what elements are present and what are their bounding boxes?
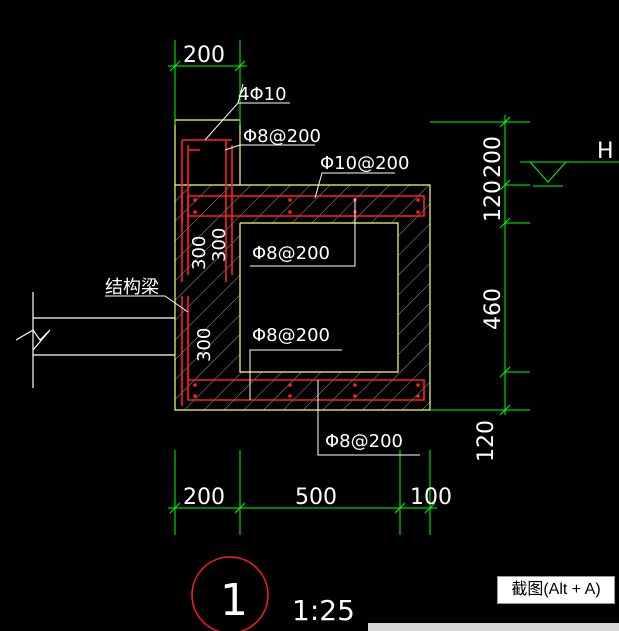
label-lower-phi8: Φ8@200: [252, 325, 330, 346]
label-top-phi8: Φ8@200: [243, 126, 321, 147]
leader-lines: [105, 83, 420, 456]
detail-marker-circle: [191, 556, 269, 631]
label-beam: 结构梁: [105, 277, 159, 298]
dim-wall-c: 300: [194, 328, 215, 362]
label-elevation: H: [597, 139, 614, 164]
dim-bottom-left: 200: [183, 485, 225, 510]
dim-right-mid: 120: [481, 180, 506, 222]
rebar-lines: [181, 139, 425, 406]
detail-scale: 1:25: [292, 594, 355, 627]
dim-bottom-right: 100: [410, 485, 452, 510]
dim-right-top: 200: [481, 136, 506, 178]
screenshot-tooltip: 截图(Alt + A): [497, 576, 615, 604]
label-phi10: Φ10@200: [320, 153, 409, 174]
dim-right-bottom: 120: [474, 420, 499, 462]
rebar-dots: [193, 198, 420, 398]
structural-beam: [15, 292, 175, 388]
dim-right-main: 460: [481, 288, 506, 330]
concrete-hatch: [175, 185, 430, 410]
bottom-scrollbar[interactable]: [368, 623, 619, 631]
label-4phi10: 4Φ10: [238, 84, 287, 105]
label-mid-phi8: Φ8@200: [252, 243, 330, 264]
dim-wall-b: 300: [209, 228, 230, 262]
dimension-lines: [168, 40, 619, 535]
dim-bottom-mid: 500: [295, 485, 337, 510]
label-bottom-phi8: Φ8@200: [325, 431, 403, 452]
detail-number: 1: [220, 575, 248, 626]
dim-wall-a: 300: [189, 236, 210, 270]
dim-top-width: 200: [183, 43, 225, 68]
